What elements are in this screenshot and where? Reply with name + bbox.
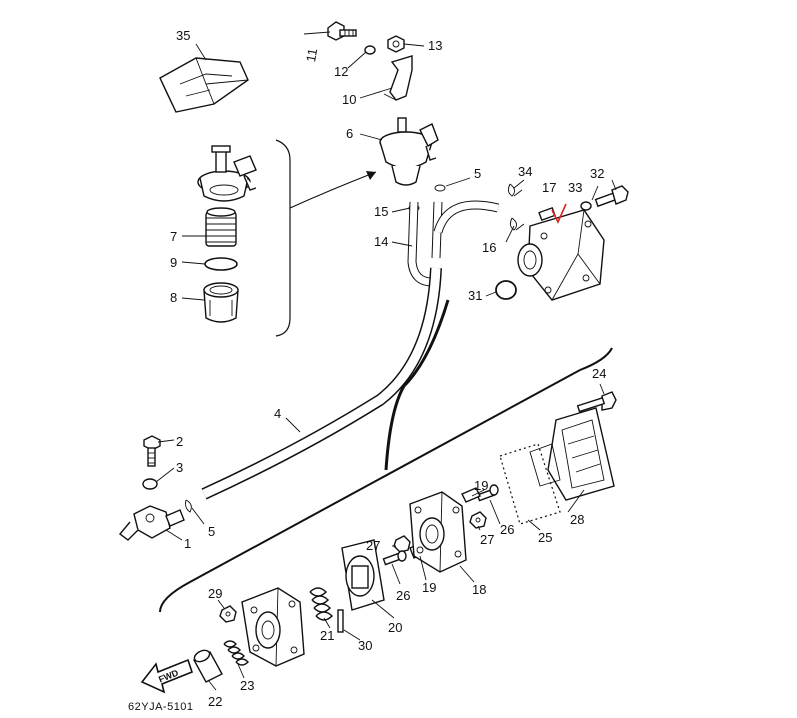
part-24-bolt[interactable] — [576, 391, 617, 413]
part-7-filter-element[interactable] — [205, 207, 237, 247]
callout-31-id: 31 — [468, 288, 482, 303]
drawing-code: 62YJA-5101 — [128, 701, 194, 713]
part-32-bolt[interactable] — [594, 185, 629, 208]
lower-group-outline — [159, 347, 613, 613]
part-35-filter-boot[interactable] — [159, 57, 249, 113]
part-26-screw-lower[interactable] — [382, 550, 407, 566]
callout-18: 18 — [472, 582, 486, 597]
callout-11: 11 — [303, 47, 320, 63]
callout-6: 6 — [346, 126, 353, 141]
callout-30-id: 30 — [358, 638, 372, 653]
part-33-washer[interactable] — [580, 201, 592, 211]
part-27-nut-upper[interactable] — [469, 511, 487, 529]
part-23-spring[interactable] — [223, 640, 249, 666]
part-8-filter-cup[interactable] — [203, 282, 239, 323]
callout-5-upper: 5 — [474, 166, 481, 181]
callout-labels: 35 11 12 13 10 6 5 15 14 7 9 8 34 17 33 … — [170, 28, 606, 709]
callout-12: 12 — [334, 64, 348, 79]
leader-lines — [155, 31, 617, 691]
callout-16: 16 — [482, 240, 496, 255]
callout-13: 13 — [428, 38, 442, 53]
callout-20: 20 — [388, 620, 402, 635]
part-18-pump-body[interactable] — [409, 491, 467, 573]
callout-5-lower: 5 — [208, 524, 215, 539]
part-26-screw-upper[interactable] — [476, 484, 499, 502]
part-10-bracket[interactable] — [383, 55, 413, 101]
callout-25: 25 — [538, 530, 552, 545]
callout-28: 28 — [570, 512, 584, 527]
callout-7: 7 — [170, 229, 177, 244]
callout-1: 1 — [184, 536, 191, 551]
part-6-fuel-filter[interactable] — [379, 117, 439, 186]
callout-3: 3 — [176, 460, 183, 475]
callout-33: 33 — [568, 180, 582, 195]
part-25-gasket[interactable] — [499, 443, 561, 525]
leader-group-to-6 — [289, 171, 377, 209]
callout-2: 2 — [176, 434, 183, 449]
lower-pump-body[interactable] — [241, 587, 305, 667]
callout-8-id: 8 — [170, 290, 177, 305]
callout-22: 22 — [208, 694, 222, 709]
part-5-clip-upper[interactable] — [434, 184, 446, 192]
callout-19-upper: 19 — [474, 478, 488, 493]
callout-27-lower: 27 — [366, 538, 380, 553]
part-1-joint[interactable] — [118, 505, 185, 541]
fwd-arrow-icon: FWD — [140, 658, 193, 694]
part-16-clip[interactable] — [509, 217, 525, 231]
part-5-clip-lower[interactable] — [185, 499, 192, 513]
callout-17: 17 — [542, 180, 556, 195]
part-34-clip[interactable] — [507, 183, 523, 197]
callout-14: 14 — [374, 234, 388, 249]
part-30-pin[interactable] — [337, 609, 344, 633]
callout-32: 32 — [590, 166, 604, 181]
callout-26-lower: 26 — [396, 588, 410, 603]
part-12-washer[interactable] — [364, 45, 376, 55]
part-3-washer[interactable] — [142, 478, 158, 490]
callout-10: 10 — [342, 92, 356, 107]
callout-24: 24 — [592, 366, 606, 381]
part-11-bolt[interactable] — [327, 21, 357, 41]
group-bracket — [275, 139, 291, 337]
part-28-cover[interactable] — [547, 407, 615, 501]
callout-35: 35 — [176, 28, 190, 43]
arrow-head — [366, 171, 376, 180]
part-21-spring[interactable] — [309, 587, 334, 621]
callout-21: 21 — [320, 628, 334, 643]
part-27-nut-lower[interactable] — [393, 535, 411, 553]
callout-27-upper: 27 — [480, 532, 494, 547]
callout-26-upper: 26 — [500, 522, 514, 537]
part-2-bolt[interactable] — [143, 435, 161, 467]
part-29-nut[interactable] — [219, 605, 237, 623]
annotation-check-mark — [551, 203, 567, 224]
part-17-fuel-pump[interactable] — [517, 206, 605, 301]
callout-4: 4 — [274, 406, 281, 421]
filter-head-exploded[interactable] — [197, 145, 257, 202]
part-20-diaphragm[interactable] — [341, 539, 385, 611]
route-line — [384, 299, 450, 471]
callout-9-id: 9 — [170, 255, 177, 270]
callout-23: 23 — [240, 678, 254, 693]
callout-15: 15 — [374, 204, 388, 219]
callout-29-id: 29 — [208, 586, 222, 601]
callout-34: 34 — [518, 164, 532, 179]
part-19-plug-upper[interactable] — [461, 487, 481, 503]
part-31-o-ring[interactable] — [495, 280, 517, 300]
part-13-nut[interactable] — [387, 35, 405, 53]
callout-19-lower: 19 — [422, 580, 436, 595]
part-22-piston[interactable] — [193, 648, 223, 683]
callout-labels-by-id: 9 8 31 30 29 — [170, 255, 482, 653]
part-9-o-ring[interactable] — [204, 257, 238, 271]
